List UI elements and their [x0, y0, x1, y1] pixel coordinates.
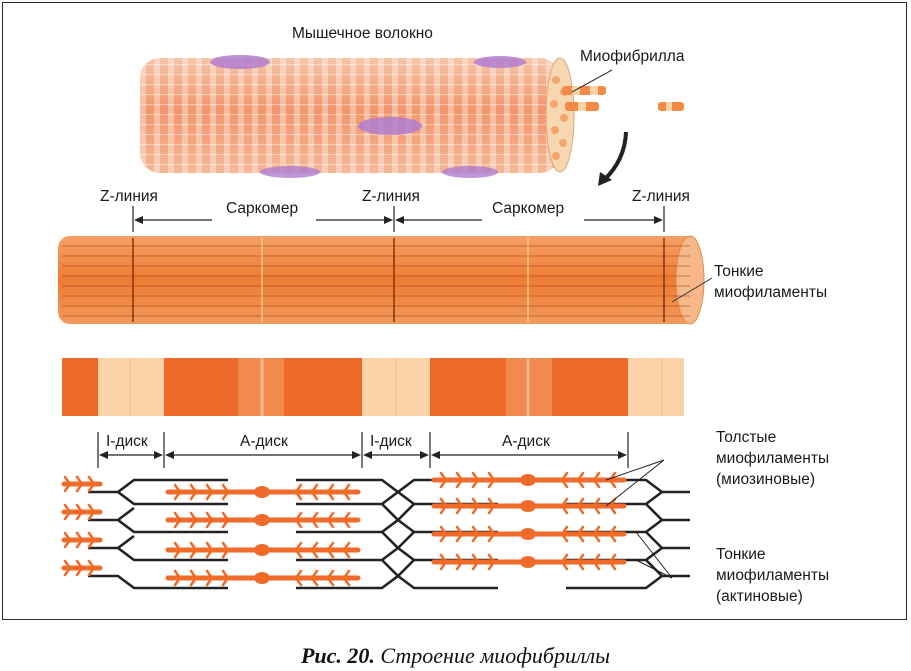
label-sarcomere-2: Саркомер: [492, 200, 565, 217]
label-thin-filaments-top-1: Тонкие: [714, 263, 764, 280]
a-band: [62, 358, 98, 416]
label-a-disk-2: А-диск: [502, 433, 550, 450]
myofibril-strand: [562, 86, 606, 95]
myofibril-body: [58, 236, 698, 324]
myofibril-leader: [571, 69, 613, 93]
filament-diagram: [61, 459, 690, 590]
label-thick-filaments-1: Толстые: [716, 429, 777, 446]
sarcomere-dimensions: [132, 206, 665, 232]
label-thin-filaments-bottom-2: миофиламенты: [716, 567, 830, 584]
label-z-line-3: Z-линия: [632, 188, 690, 205]
myosin-filaments: [61, 477, 627, 581]
label-thin-filaments-top-2: миофиламенты: [714, 284, 828, 301]
label-thin-filaments-bottom-1: Тонкие: [716, 546, 766, 563]
caption-prefix: Рис. 20.: [300, 643, 375, 668]
myofibril-end: [675, 235, 705, 325]
disk-dimensions: [97, 432, 629, 468]
figure-caption: Рис. 20. Строение миофибриллы: [0, 643, 911, 669]
label-muscle-fiber: Мышечное волокно: [292, 25, 433, 42]
m-line-centers: [254, 474, 536, 584]
muscle-fiber: [140, 55, 684, 186]
label-sarcomere-1: Саркомер: [226, 200, 299, 217]
label-thick-filaments-3: (миозиновые): [716, 471, 816, 488]
label-z-line-1: Z-линия: [100, 188, 158, 205]
label-i-disk-1: I-диск: [106, 433, 148, 450]
label-thin-filaments-bottom-3: (актиновые): [716, 588, 803, 605]
myofibril-cylinder: [58, 235, 713, 325]
band-strip: [62, 358, 684, 416]
myosin-heads: [63, 471, 617, 587]
muscle-fiber-end: [545, 57, 575, 173]
curved-arrow: [602, 131, 628, 182]
nucleus: [358, 117, 422, 135]
label-z-line-2: Z-линия: [362, 188, 420, 205]
myofibril-diagram: [58, 55, 713, 590]
caption-text: Строение миофибриллы: [380, 643, 611, 668]
nucleus: [474, 56, 526, 68]
nucleus: [442, 166, 498, 178]
filament-leaders: [605, 459, 673, 579]
nucleus: [210, 55, 270, 69]
muscle-fiber-striations: [140, 58, 560, 173]
label-i-disk-2: I-диск: [370, 433, 412, 450]
figure-frame: [2, 2, 907, 620]
nucleus: [260, 166, 320, 178]
label-myofibril: Миофибрилла: [580, 48, 685, 65]
label-thick-filaments-2: миофиламенты: [716, 450, 830, 467]
thin-filament-leader: [671, 277, 713, 303]
label-a-disk-1: А-диск: [240, 433, 288, 450]
